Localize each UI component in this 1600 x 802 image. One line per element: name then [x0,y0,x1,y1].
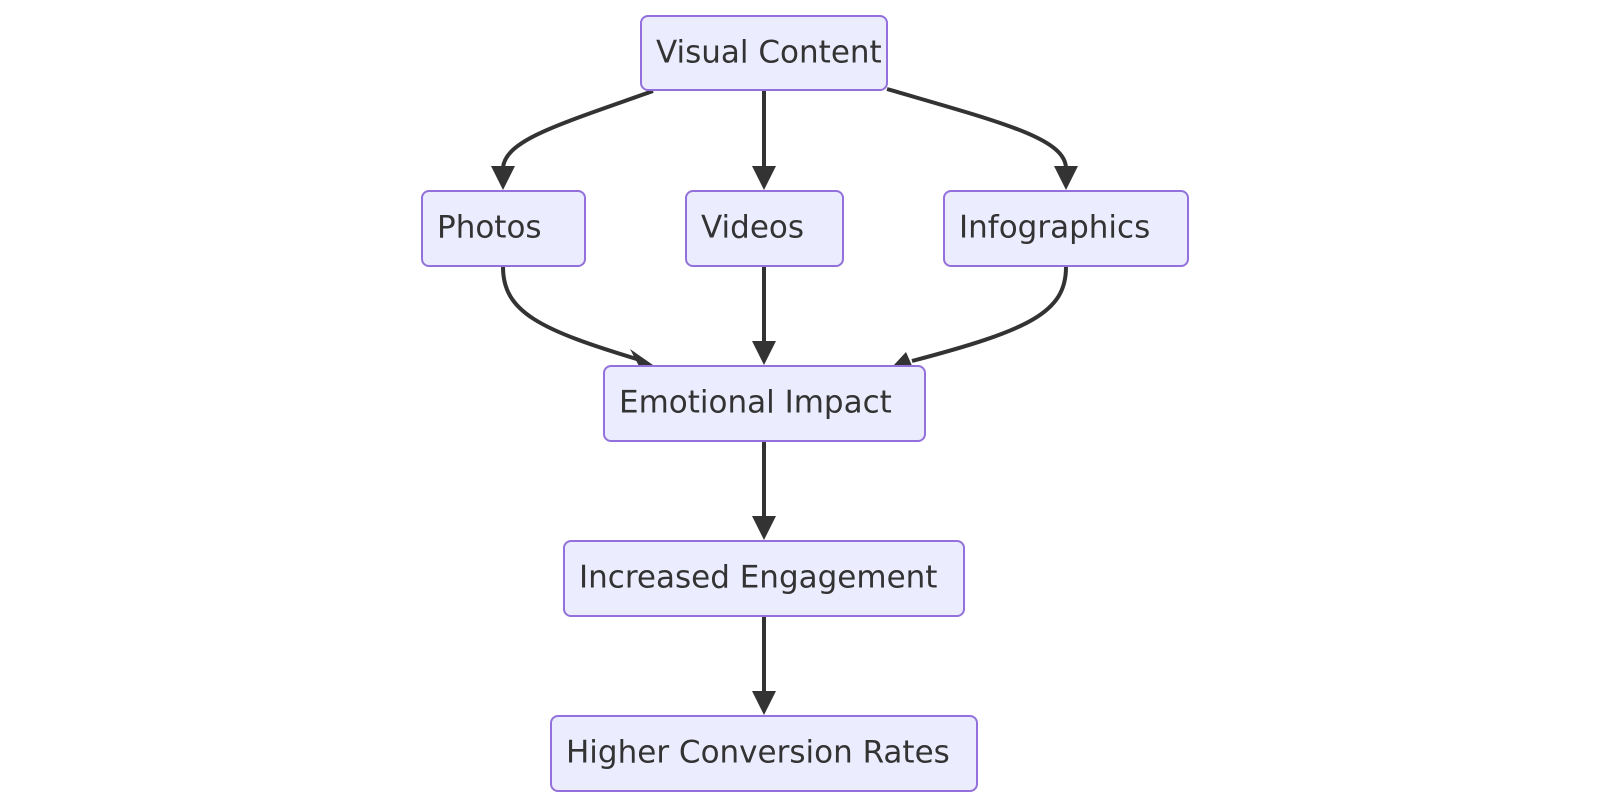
node-videos-box [685,190,844,267]
node-photos-box [421,190,586,267]
node-visual-content[interactable]: Visual Content [640,15,888,91]
node-visual-content-box [640,15,888,91]
node-emotional-impact[interactable]: Emotional Impact [603,365,926,442]
edge-photos-to-emotional [501,266,641,362]
node-emotional-impact-label: Emotional Impact [619,385,892,421]
edge-visual-to-infographics [886,87,1068,169]
node-increased-engagement-box [563,540,965,617]
node-higher-conversion-rates[interactable]: Higher Conversion Rates [550,715,978,792]
edge-visual-to-photos [501,89,654,169]
node-emotional-impact-box [603,365,926,442]
edge-infographics-to-emotional [911,266,1068,363]
node-higher-conversion-rates-box [550,715,978,792]
node-increased-engagement-label: Increased Engagement [579,560,937,596]
arrowhead-conversion [752,691,776,715]
arrowhead-videos [752,166,776,190]
node-increased-engagement[interactable]: Increased Engagement [563,540,965,617]
edges-layer [491,87,1078,715]
node-videos-label: Videos [701,210,804,246]
arrowhead-engagement [752,516,776,540]
node-visual-content-label: Visual Content [656,35,882,71]
node-photos-label: Photos [437,210,542,246]
arrowhead-photos-emotional [630,349,653,368]
node-videos[interactable]: Videos [685,190,844,267]
node-photos[interactable]: Photos [421,190,586,267]
arrowhead-infographics-emotional [893,352,913,368]
nodes-layer: Visual Content Photos Videos Infographic… [421,15,1189,792]
node-infographics[interactable]: Infographics [943,190,1189,267]
arrowhead-videos-emotional [752,341,776,365]
node-infographics-label: Infographics [959,210,1150,246]
arrowhead-infographics [1054,166,1078,190]
arrowhead-photos [491,166,515,190]
node-higher-conversion-rates-label: Higher Conversion Rates [566,735,950,771]
node-infographics-box [943,190,1189,267]
